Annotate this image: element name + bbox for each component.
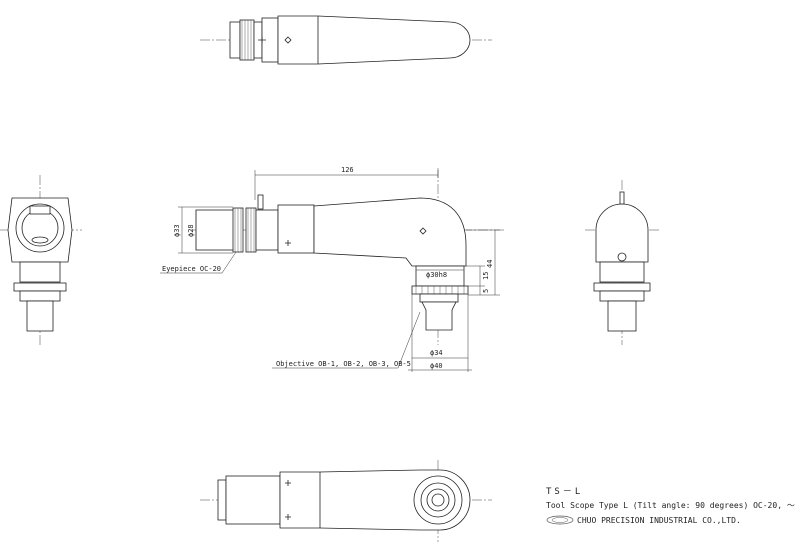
dim-dia-inner: ϕ28: [187, 224, 195, 237]
dim-ring-height: 5: [482, 289, 490, 293]
callout-objective: Objective OB-1, OB-2, OB-3, OB-5: [276, 360, 411, 368]
title-block: TS－L Tool Scope Type L (Tilt angle: 90 d…: [546, 487, 800, 525]
dim-height: 44: [486, 260, 494, 268]
callout-eyepiece: Eyepiece OC-20: [162, 265, 221, 273]
dim-dia-40: ϕ40: [430, 362, 443, 370]
company-name: CHUO PRECISION INDUSTRIAL CO.,LTD.: [577, 516, 741, 525]
dim-dia-34: ϕ34: [430, 349, 443, 357]
left-side-view: [0, 175, 82, 345]
dim-length: 126: [341, 166, 354, 174]
dim-dia-outer: ϕ33: [173, 224, 181, 237]
top-view: [200, 15, 492, 65]
right-side-view: [585, 180, 660, 345]
model-description: Tool Scope Type L (Tilt angle: 90 degree…: [546, 501, 800, 510]
bottom-view: [200, 460, 492, 542]
dim-mount: ϕ30h8: [426, 271, 447, 279]
company-logo: [546, 515, 574, 525]
model-number: TS－L: [546, 487, 583, 497]
dim-mount-height: 15: [482, 272, 490, 280]
front-view: 126 ϕ33 ϕ28 ϕ30h8 44 15 5 ϕ34 ϕ40 Eyepie…: [160, 166, 505, 372]
